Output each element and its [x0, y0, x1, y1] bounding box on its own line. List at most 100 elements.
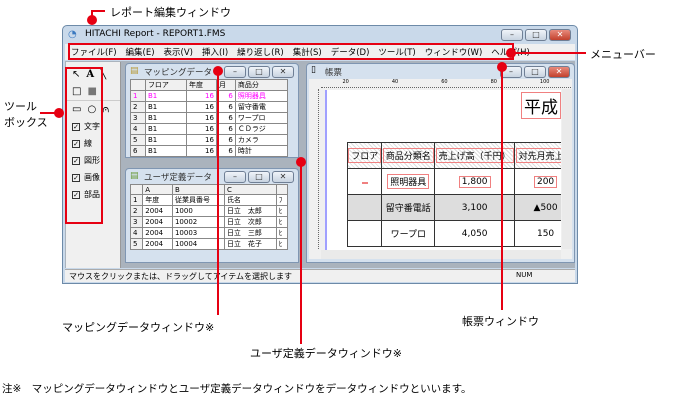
- grid-cell[interactable]: [130, 79, 146, 91]
- horizontal-scrollbar[interactable]: [321, 250, 561, 259]
- polygon-tool-icon[interactable]: ⩀: [102, 104, 110, 115]
- grid-cell[interactable]: [275, 184, 289, 195]
- report-cell[interactable]: 商品分類名: [381, 142, 436, 169]
- grid-cell[interactable]: カメラ: [234, 134, 289, 146]
- vertical-scrollbar[interactable]: [562, 89, 572, 249]
- grid-cell[interactable]: B1: [144, 123, 187, 135]
- rounded-rect-tool-icon[interactable]: ▭: [72, 104, 82, 115]
- grid-cell[interactable]: ﾋ: [275, 216, 289, 228]
- grid-cell[interactable]: ﾋ: [275, 238, 289, 250]
- grid-cell[interactable]: [129, 184, 144, 195]
- pointer-tool-icon[interactable]: ↖: [72, 69, 81, 80]
- report-canvas[interactable]: 平成 フロア商品分類名売上げ高（千円）対先月売上げ照明器具1,800200留守番…: [325, 90, 561, 250]
- report-cell[interactable]: 留守番電話: [381, 194, 436, 221]
- close-button[interactable]: ✕: [272, 171, 294, 183]
- grid-cell[interactable]: 1: [130, 90, 146, 102]
- report-cell[interactable]: ワープロ: [381, 220, 436, 247]
- header-row[interactable]: フロア年度月商品分: [130, 79, 289, 91]
- maximize-button[interactable]: □: [248, 66, 270, 78]
- grid-cell[interactable]: 日立 花子: [223, 238, 277, 250]
- grid-cell[interactable]: 照明器具: [234, 90, 289, 102]
- grid-cell[interactable]: B1: [144, 101, 187, 113]
- menu-file[interactable]: ファイル(F): [71, 48, 117, 58]
- menu-tools[interactable]: ツール(T): [378, 48, 416, 58]
- menu-repeat[interactable]: 繰り返し(R): [237, 48, 284, 58]
- grid-cell[interactable]: 3: [129, 216, 144, 228]
- grid-cell[interactable]: 商品分: [234, 79, 289, 91]
- grid-cell[interactable]: 6: [215, 101, 236, 113]
- grid-cell[interactable]: 留守番電: [234, 101, 289, 113]
- grid-cell[interactable]: 6: [215, 145, 236, 157]
- grid-cell[interactable]: 16: [185, 90, 217, 102]
- grid-cell[interactable]: 6: [215, 123, 236, 135]
- grid-cell[interactable]: 10004: [171, 238, 225, 250]
- grid-cell[interactable]: 6: [130, 145, 146, 157]
- grid-cell[interactable]: 年度: [185, 79, 217, 91]
- grid-cell[interactable]: 2004: [142, 205, 173, 217]
- grid-cell[interactable]: 4: [130, 123, 146, 135]
- grid-cell[interactable]: 2: [129, 205, 144, 217]
- report-heading[interactable]: 平成: [521, 92, 561, 119]
- grid-cell[interactable]: ﾌ: [275, 194, 289, 206]
- report-cell[interactable]: ▲500: [514, 194, 561, 221]
- menu-view[interactable]: 表示(V): [163, 48, 193, 58]
- grid-cell[interactable]: 6: [215, 90, 236, 102]
- grid-cell[interactable]: 16: [185, 101, 217, 113]
- report-cell[interactable]: [346, 168, 383, 195]
- check-parts[interactable]: ✓部品: [72, 190, 100, 199]
- grid-cell[interactable]: ＣＤラジ: [234, 123, 289, 135]
- grid-cell[interactable]: B1: [144, 134, 187, 146]
- grid-cell[interactable]: 2004: [142, 216, 173, 228]
- minimize-button[interactable]: –: [224, 66, 246, 78]
- menu-aggregate[interactable]: 集計(S): [292, 48, 322, 58]
- close-button[interactable]: ✕: [272, 66, 294, 78]
- grid-cell[interactable]: 16: [185, 145, 217, 157]
- report-table[interactable]: フロア商品分類名売上げ高（千円）対先月売上げ照明器具1,800200留守番電話3…: [346, 142, 561, 247]
- maximize-button[interactable]: □: [248, 171, 270, 183]
- close-button[interactable]: ✕: [548, 66, 570, 78]
- maximize-button[interactable]: □: [524, 66, 546, 78]
- report-cell[interactable]: 照明器具: [381, 168, 436, 195]
- grid-cell[interactable]: 2004: [142, 227, 173, 239]
- menu-edit[interactable]: 編集(E): [125, 48, 155, 58]
- grid-cell[interactable]: 3: [130, 112, 146, 124]
- grid-cell[interactable]: 6: [215, 134, 236, 146]
- grid-cell[interactable]: 6: [215, 112, 236, 124]
- grid-cell[interactable]: フロア: [144, 79, 187, 91]
- report-cell[interactable]: 対先月売上げ: [514, 142, 561, 169]
- grid-cell[interactable]: B1: [144, 90, 187, 102]
- minimize-button[interactable]: –: [224, 171, 246, 183]
- report-cell[interactable]: 200: [514, 168, 561, 195]
- report-cell[interactable]: [346, 194, 383, 221]
- grid-cell[interactable]: 5: [129, 238, 144, 250]
- grid-cell[interactable]: 年度: [142, 194, 173, 206]
- grid-cell[interactable]: 16: [185, 123, 217, 135]
- grid-cell[interactable]: 2: [130, 101, 146, 113]
- text-tool-icon[interactable]: A: [86, 69, 95, 80]
- grid-cell[interactable]: ﾋ: [275, 205, 289, 217]
- ellipse-tool-icon[interactable]: ○: [87, 104, 97, 115]
- check-image[interactable]: ✓画像: [72, 173, 100, 182]
- check-shape[interactable]: ✓図形: [72, 156, 100, 165]
- menu-insert[interactable]: 挿入(I): [202, 48, 229, 58]
- grid-cell[interactable]: 2004: [142, 238, 173, 250]
- filled-rectangle-tool-icon[interactable]: ■: [87, 86, 97, 97]
- grid-cell[interactable]: 氏名: [223, 194, 277, 206]
- report-cell[interactable]: [346, 220, 383, 247]
- grid-cell[interactable]: C: [223, 184, 277, 195]
- grid-cell[interactable]: B1: [144, 145, 187, 157]
- check-text[interactable]: ✓文字: [72, 122, 100, 131]
- grid-cell[interactable]: ﾋ: [275, 227, 289, 239]
